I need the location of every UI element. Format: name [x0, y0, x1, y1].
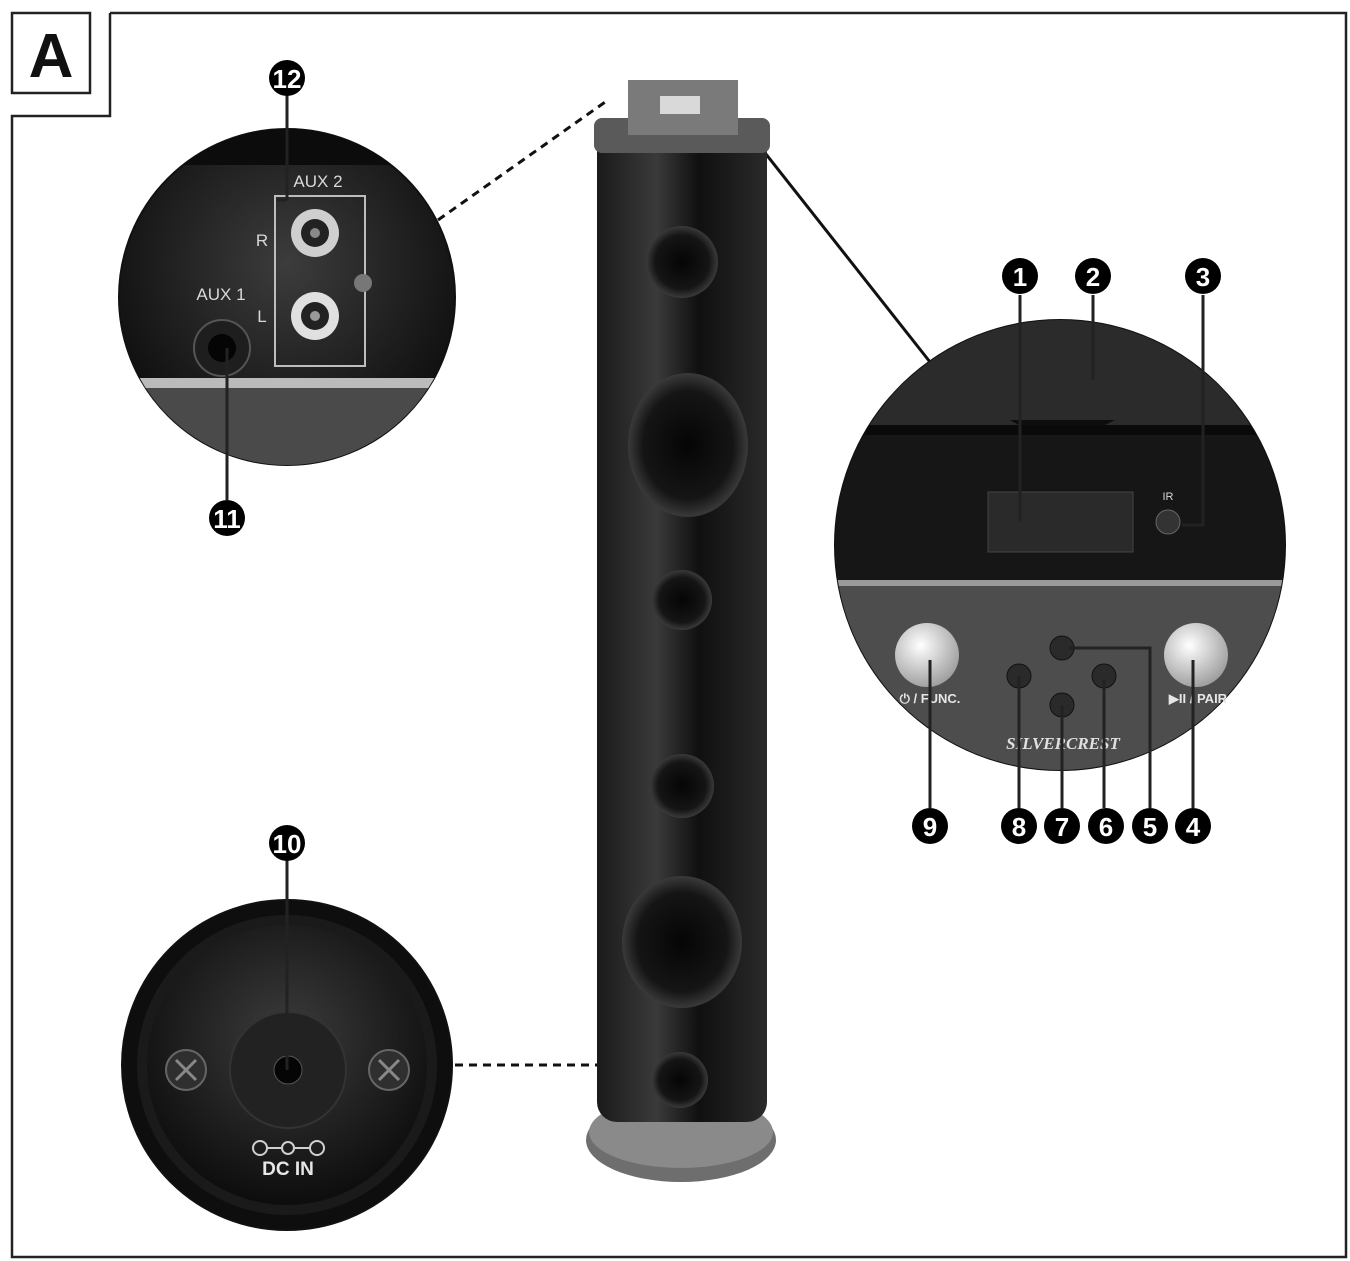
ground-screw-icon [354, 274, 372, 292]
callout-5: 5 [1143, 812, 1157, 842]
callout-6: 6 [1099, 812, 1113, 842]
aux1-label: AUX 1 [196, 285, 245, 304]
ir-sensor [1155, 509, 1181, 535]
figure-letter: A [29, 22, 74, 91]
tower-speaker [586, 80, 776, 1182]
aux-jacks-detail: AUX 2 R L AUX 1 [118, 128, 456, 466]
callout-badges: 12 11 1 2 3 9 8 7 6 5 4 10 [209, 60, 1221, 861]
callout-12: 12 [273, 64, 302, 94]
speaker-driver [652, 570, 712, 630]
callout-9: 9 [923, 812, 937, 842]
speaker-driver [650, 754, 714, 818]
callout-4: 4 [1186, 812, 1201, 842]
speaker-driver [646, 226, 718, 298]
speaker-driver [622, 876, 742, 1008]
play-pair-label: ▶II / PAIR [1168, 691, 1228, 706]
callout-1: 1 [1013, 262, 1027, 292]
lcd-display [987, 491, 1134, 553]
speaker-driver [652, 1052, 708, 1108]
callout-11: 11 [213, 504, 241, 534]
figure-frame [10, 11, 1348, 1259]
callout-3: 3 [1196, 262, 1210, 292]
connector-lines [437, 98, 932, 1067]
speaker-driver [628, 373, 748, 517]
power-func-button [895, 623, 959, 687]
control-panel-detail: IR ⏻ / FUNC. ▶II / PAIR SILVERCREST [834, 319, 1286, 771]
left-label: L [257, 307, 266, 326]
callout-2: 2 [1086, 262, 1100, 292]
ir-label: IR [1163, 491, 1174, 503]
dc-in-label: DC IN [262, 1159, 314, 1180]
callout-7: 7 [1055, 812, 1069, 842]
right-label: R [256, 231, 268, 250]
callout-8: 8 [1012, 812, 1026, 842]
aux2-label: AUX 2 [293, 172, 342, 191]
leader-lines [225, 95, 1205, 1070]
polarity-icon [252, 1140, 325, 1156]
play-pair-button [1164, 623, 1228, 687]
callout-10: 10 [273, 829, 302, 859]
